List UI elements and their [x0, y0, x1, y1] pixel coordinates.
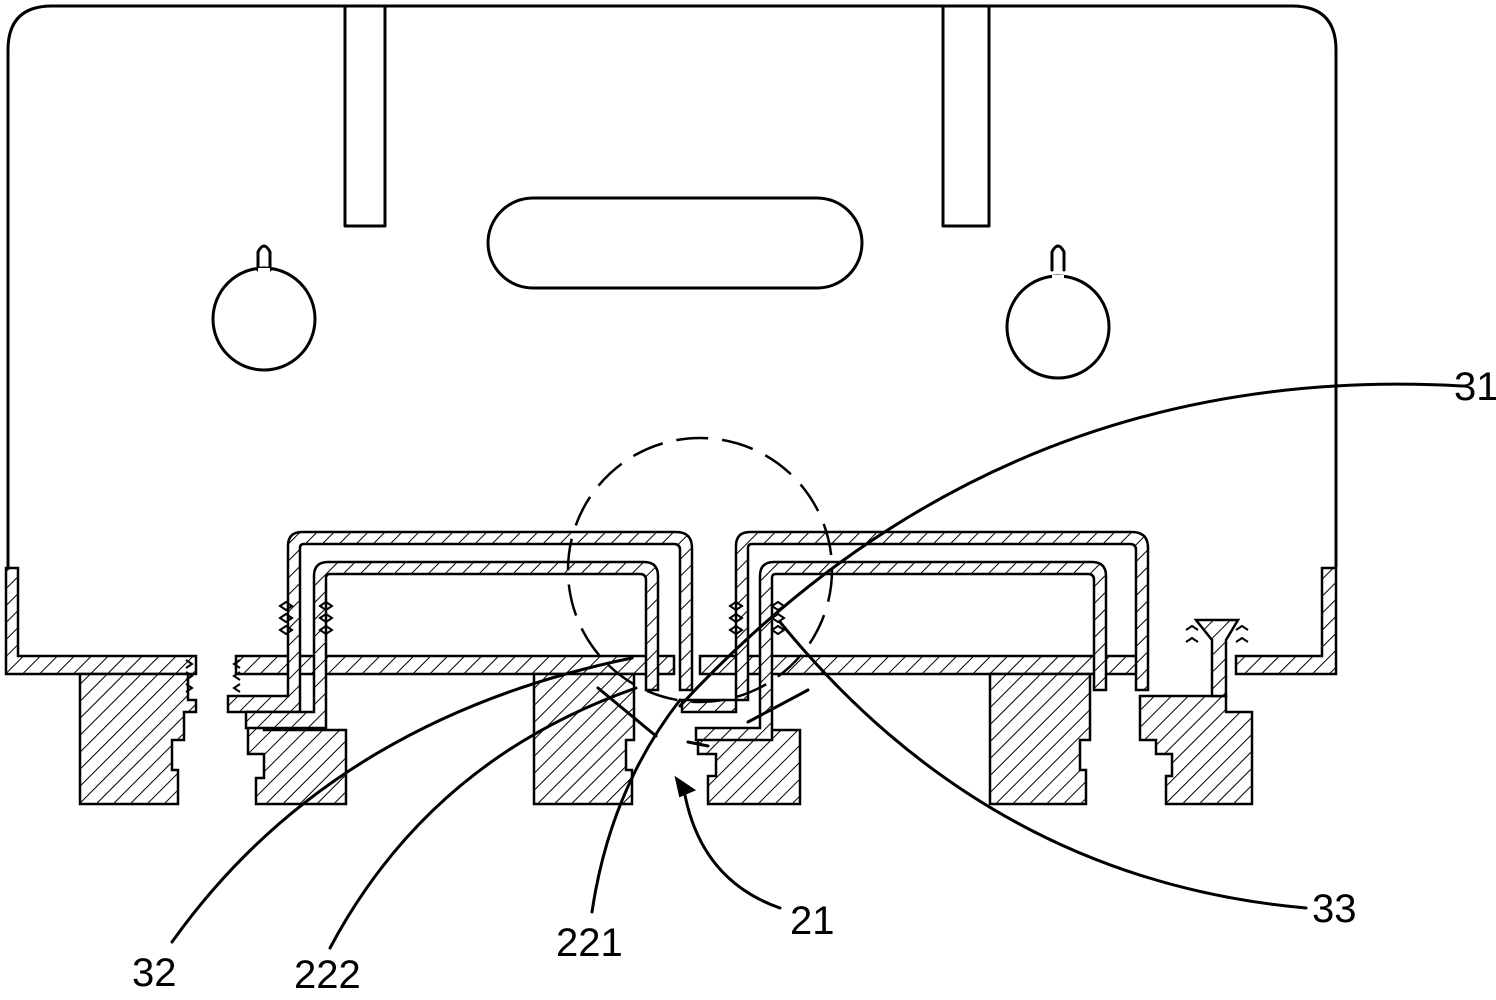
terminal-block-6	[1138, 694, 1254, 806]
leader-222	[328, 686, 638, 950]
left-outer-strip	[226, 530, 694, 714]
screw-right-a	[728, 600, 744, 636]
housing-outline	[6, 4, 1338, 568]
right-outer-strip	[680, 530, 1150, 714]
label-32: 32	[132, 951, 177, 995]
base-wall-left	[4, 566, 198, 676]
terminal-block-4	[696, 728, 802, 806]
leader-221	[590, 698, 682, 914]
screw-left-a	[278, 600, 294, 636]
terminal-block-5	[988, 672, 1092, 806]
oblong-window	[486, 196, 864, 290]
label-221: 221	[556, 921, 623, 965]
base-wall-right	[1234, 566, 1338, 676]
label-222: 222	[294, 953, 361, 997]
leader-31	[678, 382, 1464, 708]
arrow-21	[674, 775, 782, 910]
right-inner-strip	[694, 560, 1108, 742]
terminal-block-1	[78, 672, 198, 806]
slot-right	[941, 4, 991, 228]
keyhole-left	[211, 244, 317, 372]
keyhole-right	[1005, 244, 1111, 380]
label-21: 21	[790, 899, 835, 943]
label-31: 31	[1454, 365, 1496, 409]
terminal-block-3	[532, 672, 636, 806]
label-33: 33	[1312, 887, 1357, 931]
left-inner-strip	[244, 560, 660, 730]
screw-post-right	[1185, 618, 1249, 698]
screw-left-b	[318, 600, 334, 636]
screw-teeth-left-base	[185, 659, 241, 693]
leader-33	[778, 620, 1308, 910]
slot-left	[343, 4, 387, 228]
leader-32	[170, 656, 634, 944]
base-floor-mid-left	[234, 654, 676, 676]
gap-break-lines	[596, 686, 810, 748]
